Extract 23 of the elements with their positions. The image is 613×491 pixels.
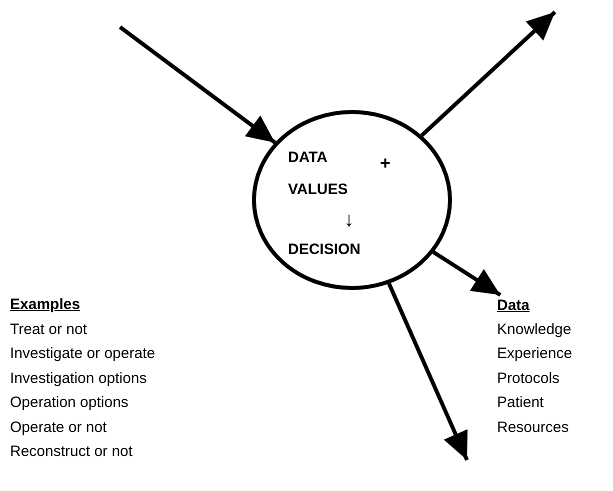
list-item: Operate or not bbox=[10, 420, 107, 434]
list-heading: Examples bbox=[10, 297, 80, 312]
list-item: Treat or not bbox=[10, 322, 87, 336]
arrow bbox=[387, 282, 469, 461]
list-item: Operation options bbox=[10, 395, 128, 410]
down-arrow-glyph: ↓ bbox=[344, 210, 354, 230]
node-heading: DATA bbox=[288, 150, 328, 165]
list-item: Protocols bbox=[497, 370, 560, 386]
plus-sign: + bbox=[380, 154, 391, 172]
ellipse-node bbox=[252, 110, 452, 290]
list-item: Investigate or operate bbox=[10, 346, 156, 361]
arrow bbox=[432, 250, 502, 297]
node-heading: VALUES bbox=[288, 182, 348, 197]
list-item: Resources bbox=[497, 420, 569, 434]
list-heading: Data bbox=[497, 295, 530, 315]
list-item: Experience bbox=[497, 346, 572, 361]
list-item: Patient bbox=[497, 395, 544, 410]
arrow bbox=[118, 25, 276, 144]
list-item: Investigation options bbox=[10, 370, 147, 386]
node-heading: DECISION bbox=[288, 242, 361, 257]
list-item: Knowledge bbox=[497, 322, 572, 336]
arrow bbox=[420, 10, 556, 137]
list-item: Reconstruct or not bbox=[10, 444, 133, 459]
